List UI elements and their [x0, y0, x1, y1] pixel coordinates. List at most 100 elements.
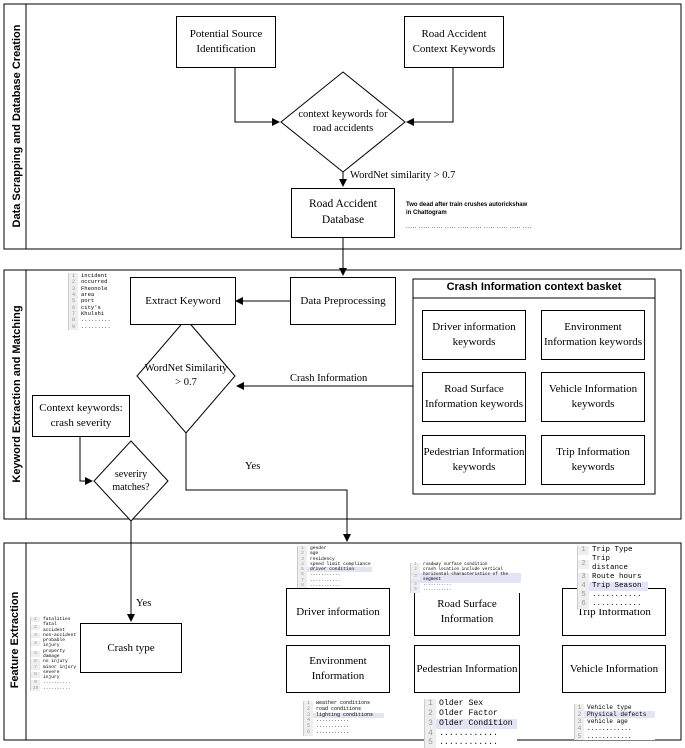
snippet-line: 5............ — [575, 732, 655, 740]
line-number: 1 — [304, 700, 313, 707]
crash-type-label: Crash type — [107, 641, 155, 654]
feature-pedestrian-label: Pedestrian Information — [416, 662, 518, 675]
line-number: 3 — [298, 556, 307, 562]
line-number: 10 — [31, 685, 40, 691]
basket-trip: Trip Information keywords — [541, 435, 645, 485]
snippet-line: 6........... — [304, 729, 384, 736]
line-text: ........... — [592, 600, 642, 608]
line-text: probable injury — [43, 638, 66, 649]
line-text: Vehicle type — [587, 704, 632, 711]
line-text: ............ — [587, 732, 632, 740]
section-label-data-scrapping: Data Scrapping and Database Creation — [11, 24, 23, 228]
snippet-line: 5........... — [411, 586, 521, 593]
feature-road-surface-label: Road Surface Information — [437, 598, 497, 625]
line-text: ............ — [587, 725, 632, 733]
line-text: incident — [81, 272, 108, 279]
line-text: occurred — [81, 278, 108, 286]
line-number: 1 — [575, 704, 584, 712]
line-text: speed limit compliance — [310, 561, 371, 567]
line-text: ............ — [439, 738, 498, 748]
line-text: Trip distance — [592, 555, 629, 572]
line-number: 1 — [298, 546, 307, 552]
line-text: road conditions — [316, 705, 362, 712]
basket-environment-label: Environment Information keywords — [543, 321, 643, 348]
line-number: 4 — [31, 640, 40, 647]
line-text: vehicle age — [587, 718, 628, 726]
line-text: fatalities — [43, 617, 71, 622]
line-number: 9 — [69, 323, 78, 330]
line-number: 3 — [411, 574, 420, 581]
snippet-line: 7........... — [298, 577, 372, 583]
line-number: 8 — [298, 582, 307, 589]
line-text: property damage — [43, 648, 66, 659]
snippet-line: 5........... — [304, 723, 384, 730]
context-keywords-diamond-label: context keywords for road accidents — [298, 109, 388, 134]
line-number: 5 — [411, 587, 420, 593]
edge-label-yes-1: Yes — [245, 461, 261, 472]
line-number: 4 — [575, 725, 584, 733]
basket-trip-label: Trip Information keywords — [556, 446, 630, 473]
snippet-line: 9.......... — [31, 680, 77, 686]
line-text: Fheonole — [81, 284, 108, 292]
line-text: Trip Type — [592, 546, 633, 554]
line-text: horizontal characteristics of the segmen… — [423, 571, 509, 582]
line-text: ........... — [316, 717, 350, 724]
line-text: ......... — [81, 316, 111, 324]
line-text: Trip Season — [592, 582, 642, 590]
feature-road-surface: Road Surface Information — [414, 588, 520, 636]
snippet-line: 4............ — [575, 725, 655, 733]
line-number: 9 — [31, 680, 40, 686]
line-number: 2 — [411, 567, 420, 573]
line-text: no injury — [43, 659, 68, 665]
snippet-line: 10.......... — [31, 685, 77, 691]
basket-pedestrian: Pedestrian Information keywords — [422, 435, 526, 485]
feature-environment-label: Environment Information — [309, 655, 367, 682]
line-number: 5 — [69, 297, 78, 305]
line-number: 6 — [69, 304, 78, 311]
edge-context-to-diamond — [406, 68, 454, 126]
line-number: 7 — [69, 310, 78, 318]
line-text: residency — [310, 556, 335, 562]
basket-road-surface: Road Surface Information keywords — [422, 372, 526, 422]
line-text: Older Factor — [439, 708, 498, 718]
line-text: lighting conditions — [316, 711, 374, 718]
line-number: 2 — [31, 624, 40, 631]
feature-vehicle-label: Vehicle Information — [569, 662, 659, 675]
line-number: 3 — [425, 718, 436, 729]
feature-driver: Driver information — [286, 588, 390, 636]
line-number: 4 — [578, 582, 589, 591]
line-text: minor injury — [43, 664, 77, 670]
context-crash-severity-label: Context keywords: crash severity — [39, 402, 123, 429]
line-text: ........... — [423, 586, 452, 592]
line-number: 1 — [411, 562, 420, 568]
line-text: ........... — [310, 577, 341, 583]
line-number: 8 — [69, 316, 78, 324]
line-text: area — [81, 290, 95, 298]
line-text: city's — [81, 303, 101, 311]
edge-label-yes-2: Yes — [136, 598, 152, 609]
feature-driver-label: Driver information — [296, 605, 380, 618]
news-body-dots: ..... ..... ..... ..... ..... ..... ....… — [406, 224, 532, 230]
line-number: 2 — [425, 708, 436, 719]
line-number: 6 — [31, 659, 40, 665]
line-number: 5 — [304, 723, 313, 730]
line-text: weather conditions — [316, 700, 371, 706]
basket-vehicle: Vehicle Information keywords — [541, 372, 645, 422]
